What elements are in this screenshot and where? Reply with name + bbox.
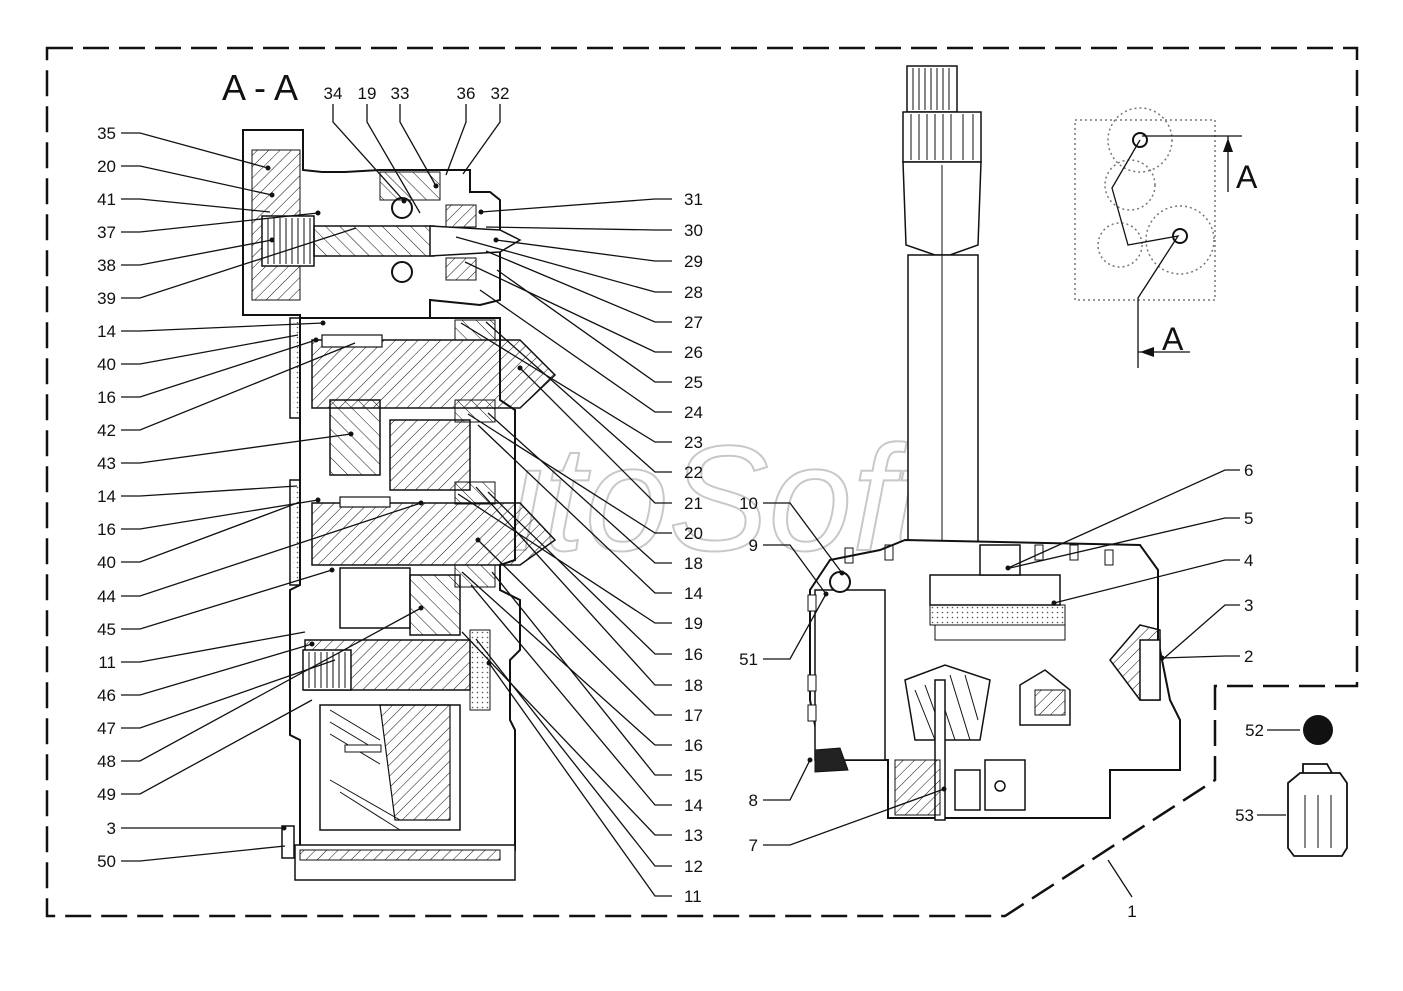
svg-text:20: 20 [684, 524, 703, 543]
svg-text:7: 7 [749, 836, 758, 855]
callouts-right: 6 5 4 3 2 [1244, 461, 1253, 666]
svg-text:6: 6 [1244, 461, 1253, 480]
svg-text:33: 33 [391, 84, 410, 103]
callouts-assembly-left: 10 9 51 8 7 [739, 494, 758, 855]
accessory-52-dot [1303, 715, 1333, 745]
svg-text:10: 10 [739, 494, 758, 513]
svg-text:15: 15 [684, 766, 703, 785]
svg-text:16: 16 [97, 388, 116, 407]
svg-text:9: 9 [749, 536, 758, 555]
svg-text:23: 23 [684, 433, 703, 452]
leader-lines [121, 104, 1300, 898]
svg-text:31: 31 [684, 190, 703, 209]
svg-text:40: 40 [97, 553, 116, 572]
svg-text:A: A [1162, 321, 1184, 357]
svg-text:43: 43 [97, 454, 116, 473]
svg-text:28: 28 [684, 283, 703, 302]
svg-text:17: 17 [684, 706, 703, 725]
svg-text:14: 14 [97, 487, 116, 506]
cross-section-view [242, 129, 557, 881]
svg-text:32: 32 [491, 84, 510, 103]
svg-text:19: 19 [684, 614, 703, 633]
svg-text:45: 45 [97, 620, 116, 639]
svg-text:49: 49 [97, 785, 116, 804]
svg-text:35: 35 [97, 124, 116, 143]
svg-text:8: 8 [749, 791, 758, 810]
svg-text:5: 5 [1244, 509, 1253, 528]
svg-text:4: 4 [1244, 551, 1253, 570]
assembly-view [807, 65, 1181, 821]
svg-text:14: 14 [97, 322, 116, 341]
svg-text:44: 44 [97, 587, 116, 606]
svg-text:18: 18 [684, 676, 703, 695]
svg-text:42: 42 [97, 421, 116, 440]
svg-text:46: 46 [97, 686, 116, 705]
svg-text:47: 47 [97, 719, 116, 738]
svg-text:3: 3 [107, 819, 116, 838]
svg-text:51: 51 [739, 650, 758, 669]
svg-text:36: 36 [457, 84, 476, 103]
svg-text:30: 30 [684, 221, 703, 240]
svg-text:48: 48 [97, 752, 116, 771]
svg-text:41: 41 [97, 190, 116, 209]
accessory-53-canister [1287, 763, 1348, 857]
svg-text:18: 18 [684, 554, 703, 573]
svg-text:50: 50 [97, 852, 116, 871]
svg-text:38: 38 [97, 256, 116, 275]
svg-text:29: 29 [684, 252, 703, 271]
svg-text:A: A [1236, 159, 1258, 195]
svg-text:27: 27 [684, 313, 703, 332]
svg-text:22: 22 [684, 463, 703, 482]
svg-text:20: 20 [97, 157, 116, 176]
svg-text:14: 14 [684, 796, 703, 815]
callouts-left: 35 20 41 37 38 39 14 40 16 42 43 14 16 4… [97, 124, 116, 871]
section-title: A - A [222, 67, 298, 108]
svg-text:16: 16 [97, 520, 116, 539]
svg-text:34: 34 [324, 84, 343, 103]
svg-text:26: 26 [684, 343, 703, 362]
svg-text:13: 13 [684, 826, 703, 845]
svg-text:37: 37 [97, 223, 116, 242]
svg-text:24: 24 [684, 403, 703, 422]
svg-text:21: 21 [684, 494, 703, 513]
svg-text:39: 39 [97, 289, 116, 308]
callout-kit: 1 [1127, 902, 1136, 921]
svg-text:53: 53 [1235, 806, 1254, 825]
svg-text:16: 16 [684, 645, 703, 664]
svg-text:52: 52 [1245, 721, 1264, 740]
svg-text:40: 40 [97, 355, 116, 374]
svg-text:25: 25 [684, 373, 703, 392]
svg-text:16: 16 [684, 736, 703, 755]
svg-text:11: 11 [684, 887, 702, 906]
svg-text:11: 11 [98, 653, 116, 672]
callouts-top: 34 19 33 36 32 [324, 84, 510, 103]
svg-text:14: 14 [684, 584, 703, 603]
kit-boundary [45, 46, 1359, 918]
svg-text:12: 12 [684, 857, 703, 876]
svg-text:2: 2 [1244, 647, 1253, 666]
callouts-middle: 31 30 29 28 27 26 25 24 23 22 21 20 18 1… [684, 190, 703, 906]
svg-text:19: 19 [358, 84, 377, 103]
svg-text:3: 3 [1244, 596, 1253, 615]
callouts-accessories: 52 53 [1235, 721, 1264, 825]
leader-dots [265, 165, 1165, 831]
section-location-inset: A A [1074, 107, 1258, 368]
